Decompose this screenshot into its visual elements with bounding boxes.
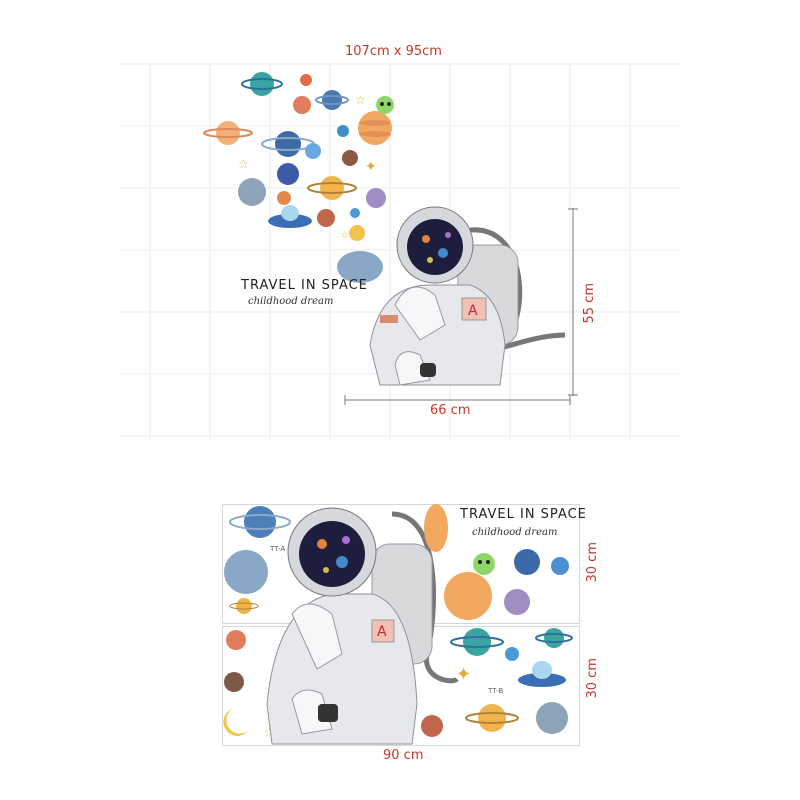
travel-title-bottom: TRAVEL IN SPACE	[460, 507, 587, 522]
planet-icon	[478, 704, 506, 732]
badge-a	[461, 297, 487, 321]
svg-text:✦: ✦	[456, 664, 471, 684]
svg-text:☆: ☆	[238, 157, 249, 171]
planet-icon	[250, 72, 274, 96]
planet-icon	[305, 143, 321, 159]
planet-icon	[320, 176, 344, 200]
badge-a	[371, 619, 395, 643]
planet-icon	[216, 121, 240, 145]
planet-icon	[463, 628, 491, 656]
subtitle-bottom: childhood dream	[472, 527, 558, 538]
travel-title-top: TRAVEL IN SPACE	[241, 278, 368, 293]
svg-text:☆: ☆	[355, 93, 366, 107]
planet-icon	[244, 506, 276, 538]
svg-text:✦: ✦	[365, 158, 377, 174]
planet-icon	[224, 550, 268, 594]
planet-icon	[236, 598, 252, 614]
planet-icon	[277, 163, 299, 185]
planet-icon	[293, 96, 311, 114]
planet-icon	[350, 208, 360, 218]
planet-icon	[226, 630, 246, 650]
bottom-width-label: 90 cm	[383, 748, 424, 763]
astronaut-illustration: A	[337, 206, 566, 386]
planet-icon	[277, 191, 291, 205]
width-label: 66 cm	[430, 403, 471, 418]
alien-icon	[473, 553, 495, 575]
svg-text:☆: ☆	[264, 725, 275, 739]
svg-text:☆: ☆	[340, 230, 349, 241]
planet-icon	[238, 178, 266, 206]
sheet-a-label: TT-A	[270, 546, 286, 553]
planet-icon	[224, 672, 244, 692]
planet-icon	[505, 647, 519, 661]
planet-icon	[536, 702, 568, 734]
planet-icon	[366, 188, 386, 208]
planet-icon	[317, 209, 335, 227]
ufo-icon	[518, 673, 566, 687]
planet-icon	[322, 90, 342, 110]
sheet-a-height-label: 30 cm	[585, 542, 600, 583]
planet-icon	[275, 131, 301, 157]
planet-icon	[514, 549, 540, 575]
subtitle-top: childhood dream	[248, 296, 334, 307]
overall-size-label: 107cm x 95cm	[345, 44, 442, 59]
planet-icon	[421, 715, 443, 737]
planet-icon	[444, 572, 492, 620]
planet-icon	[337, 125, 349, 137]
planet-icon	[504, 589, 530, 615]
alien-icon	[376, 96, 394, 114]
planet-icon	[551, 557, 569, 575]
planet-icon	[358, 111, 392, 145]
width-dimension-line	[344, 395, 571, 405]
planet-cluster-illustration: ☆ ☆ ✦ ☆	[203, 72, 394, 241]
planet-icon	[300, 74, 312, 86]
planet-icon	[424, 504, 448, 552]
sheet-b-label: TT-B	[488, 688, 504, 695]
sheet-b-height-label: 30 cm	[585, 658, 600, 699]
moon-icon	[322, 120, 338, 140]
planet-icon	[349, 225, 365, 241]
moon-icon	[223, 709, 248, 736]
planet-icon	[544, 628, 564, 648]
svg-text:A: A	[468, 303, 478, 319]
height-label: 55 cm	[582, 283, 597, 324]
planet-icon	[342, 150, 358, 166]
badge-letter: A	[377, 624, 387, 640]
sheet-illustration: ☆ A ✦	[223, 504, 573, 745]
